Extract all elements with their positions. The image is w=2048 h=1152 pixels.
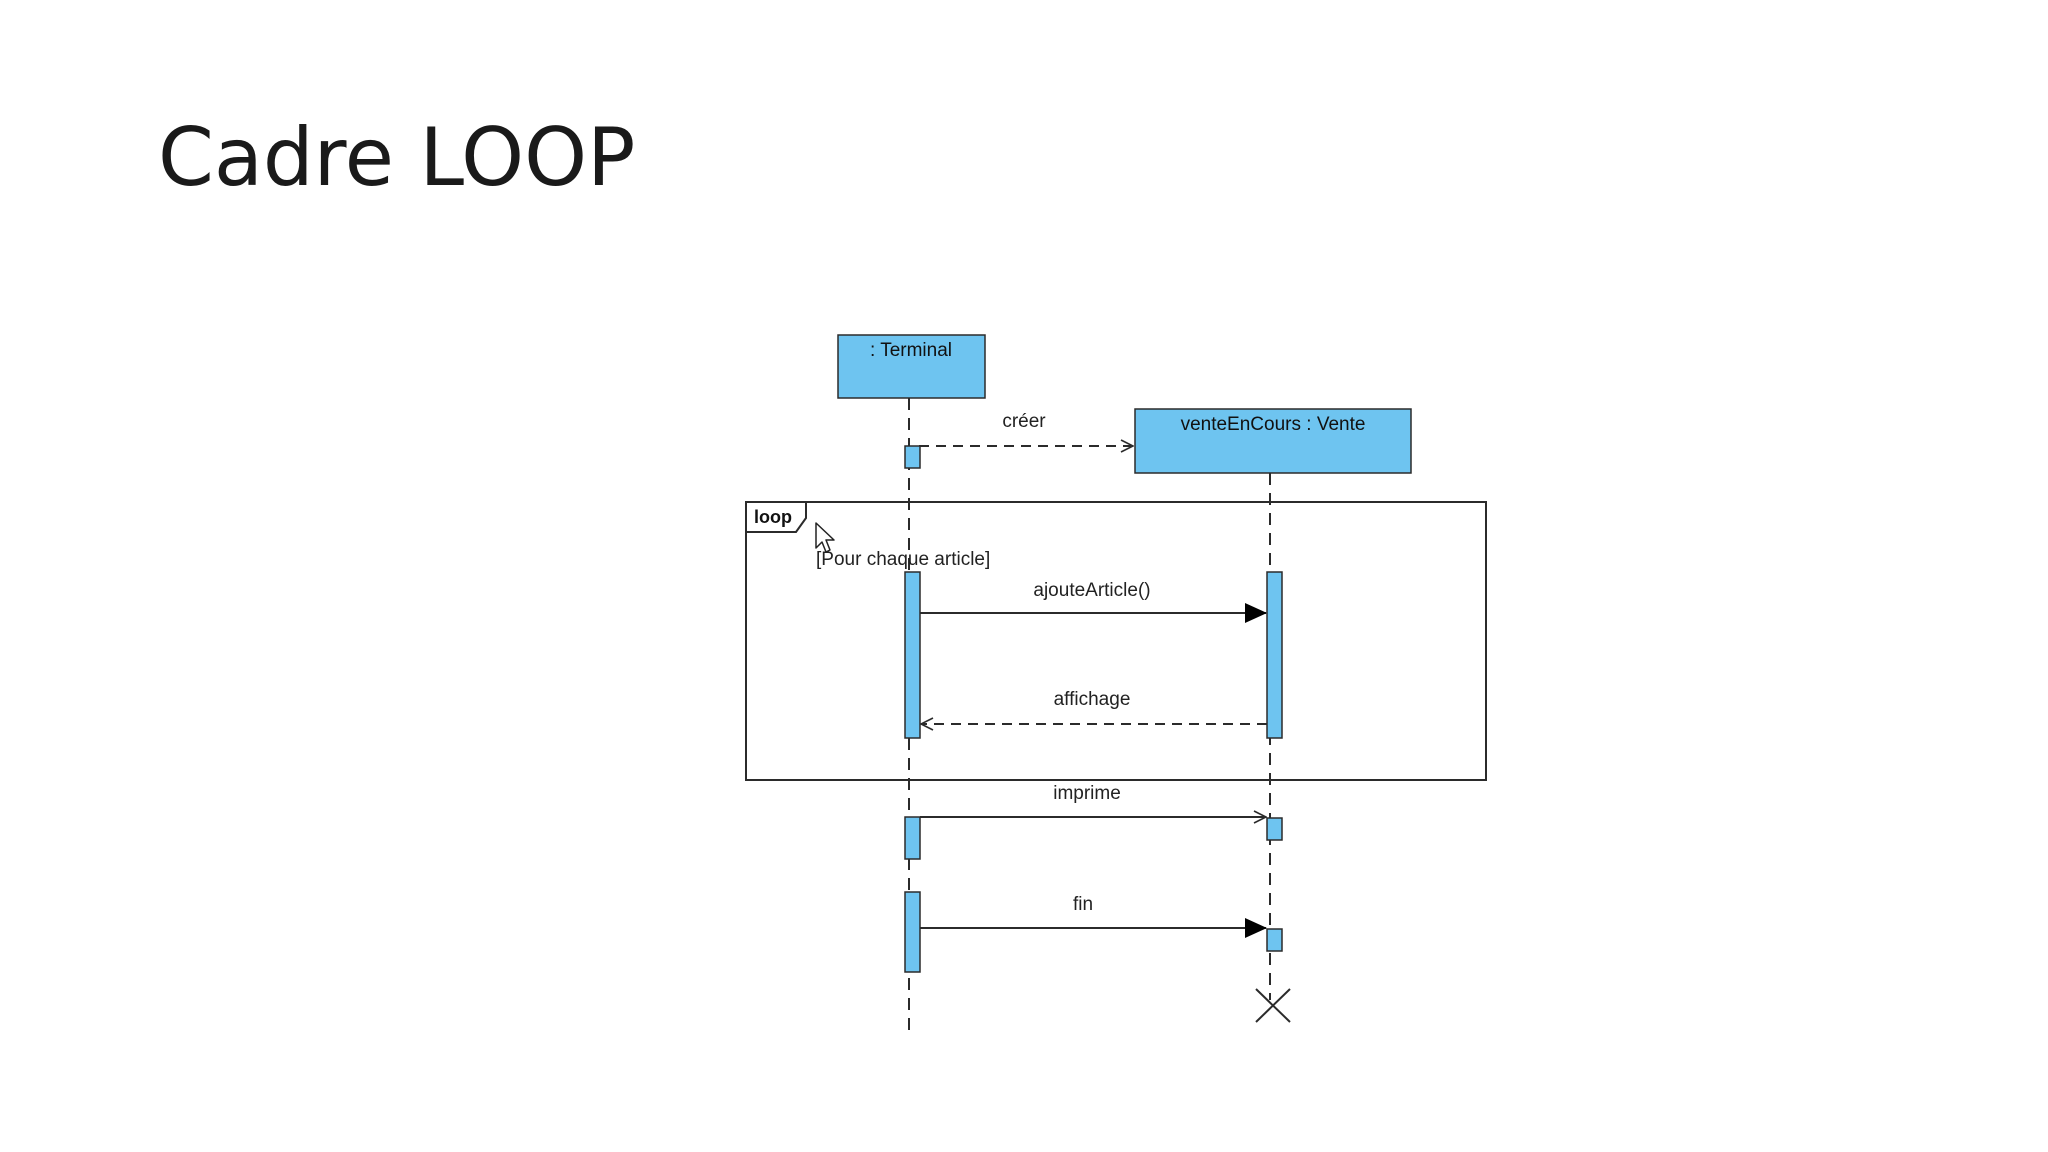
activation-vente-loop <box>1266 571 1283 739</box>
object-vente[interactable]: venteEnCours : Vente <box>1134 408 1412 474</box>
loop-frame <box>745 501 1487 781</box>
message-fin-label: fin <box>1073 894 1093 915</box>
activation-vente-imprime <box>1266 817 1283 841</box>
loop-guard-label: [Pour chaque article] <box>816 549 990 570</box>
object-terminal[interactable]: : Terminal <box>837 334 986 399</box>
activation-terminal-loop <box>904 571 921 739</box>
activation-terminal-imprime <box>904 816 921 860</box>
message-ajoute-article-label: ajouteArticle() <box>1033 580 1150 601</box>
message-imprime-label: imprime <box>1053 783 1121 804</box>
destruction-x-icon <box>1255 988 1291 1023</box>
loop-operator-pentagon <box>745 501 807 533</box>
loop-operator-label: loop <box>754 507 792 527</box>
activation-terminal-fin <box>904 891 921 973</box>
message-affichage-label: affichage <box>1054 689 1131 710</box>
message-creer-label: créer <box>1002 411 1046 432</box>
mouse-cursor-icon <box>815 522 835 553</box>
object-vente-label: venteEnCours : Vente <box>1181 414 1366 435</box>
object-terminal-label: : Terminal <box>870 340 952 361</box>
slide-title: Cadre LOOP <box>158 111 636 204</box>
activation-vente-fin <box>1266 928 1283 952</box>
activation-terminal-creer <box>904 445 921 469</box>
loop-fragment: loop [Pour chaque article] <box>745 501 1487 781</box>
